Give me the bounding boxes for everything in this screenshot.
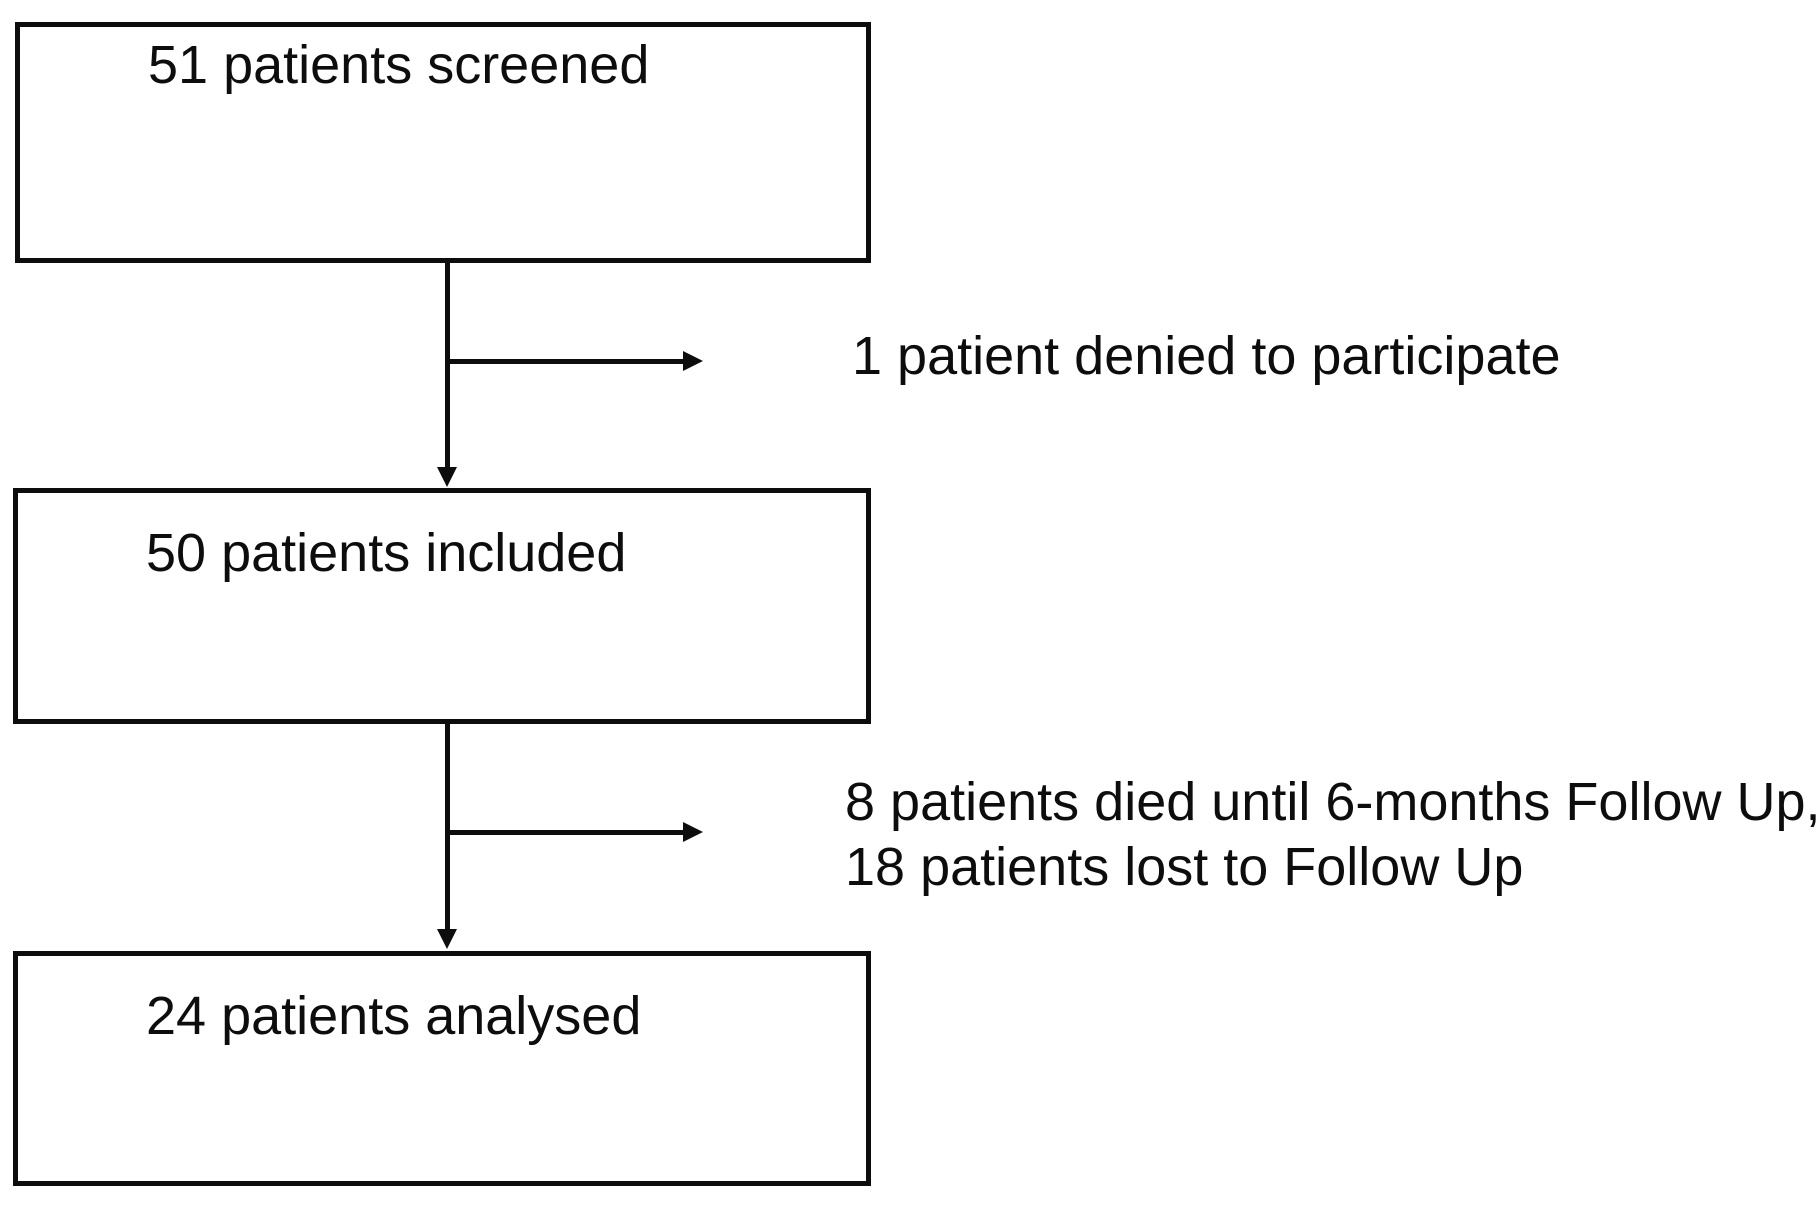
connector-included-analysed-line [445,724,450,930]
branch-lost-followup-line [447,830,684,835]
branch-denied-line [447,359,684,364]
arrowhead-right-icon [683,351,703,371]
annotation-line: 18 patients lost to Follow Up [845,837,1524,897]
annotation-line: 1 patient denied to participate [852,326,1561,386]
annotation-denied: 1 patient denied to participate [852,324,1561,389]
flow-box-analysed: 24 patients analysed [13,951,871,1186]
flow-box-included: 50 patients included [13,488,871,724]
arrowhead-down-icon [437,929,457,949]
arrowhead-down-icon [437,467,457,487]
connector-screened-included-line [445,263,450,468]
flow-box-included-label: 50 patients included [146,523,627,583]
annotation-line: 8 patients died until 6-months Follow Up… [845,772,1819,832]
arrowhead-right-icon [683,822,703,842]
flow-box-screened: 51 patients screened [15,22,871,263]
flow-box-analysed-label: 24 patients analysed [146,986,642,1046]
flow-box-screened-label: 51 patients screened [148,35,650,95]
annotation-lost-followup: 8 patients died until 6-months Follow Up… [845,770,1819,900]
